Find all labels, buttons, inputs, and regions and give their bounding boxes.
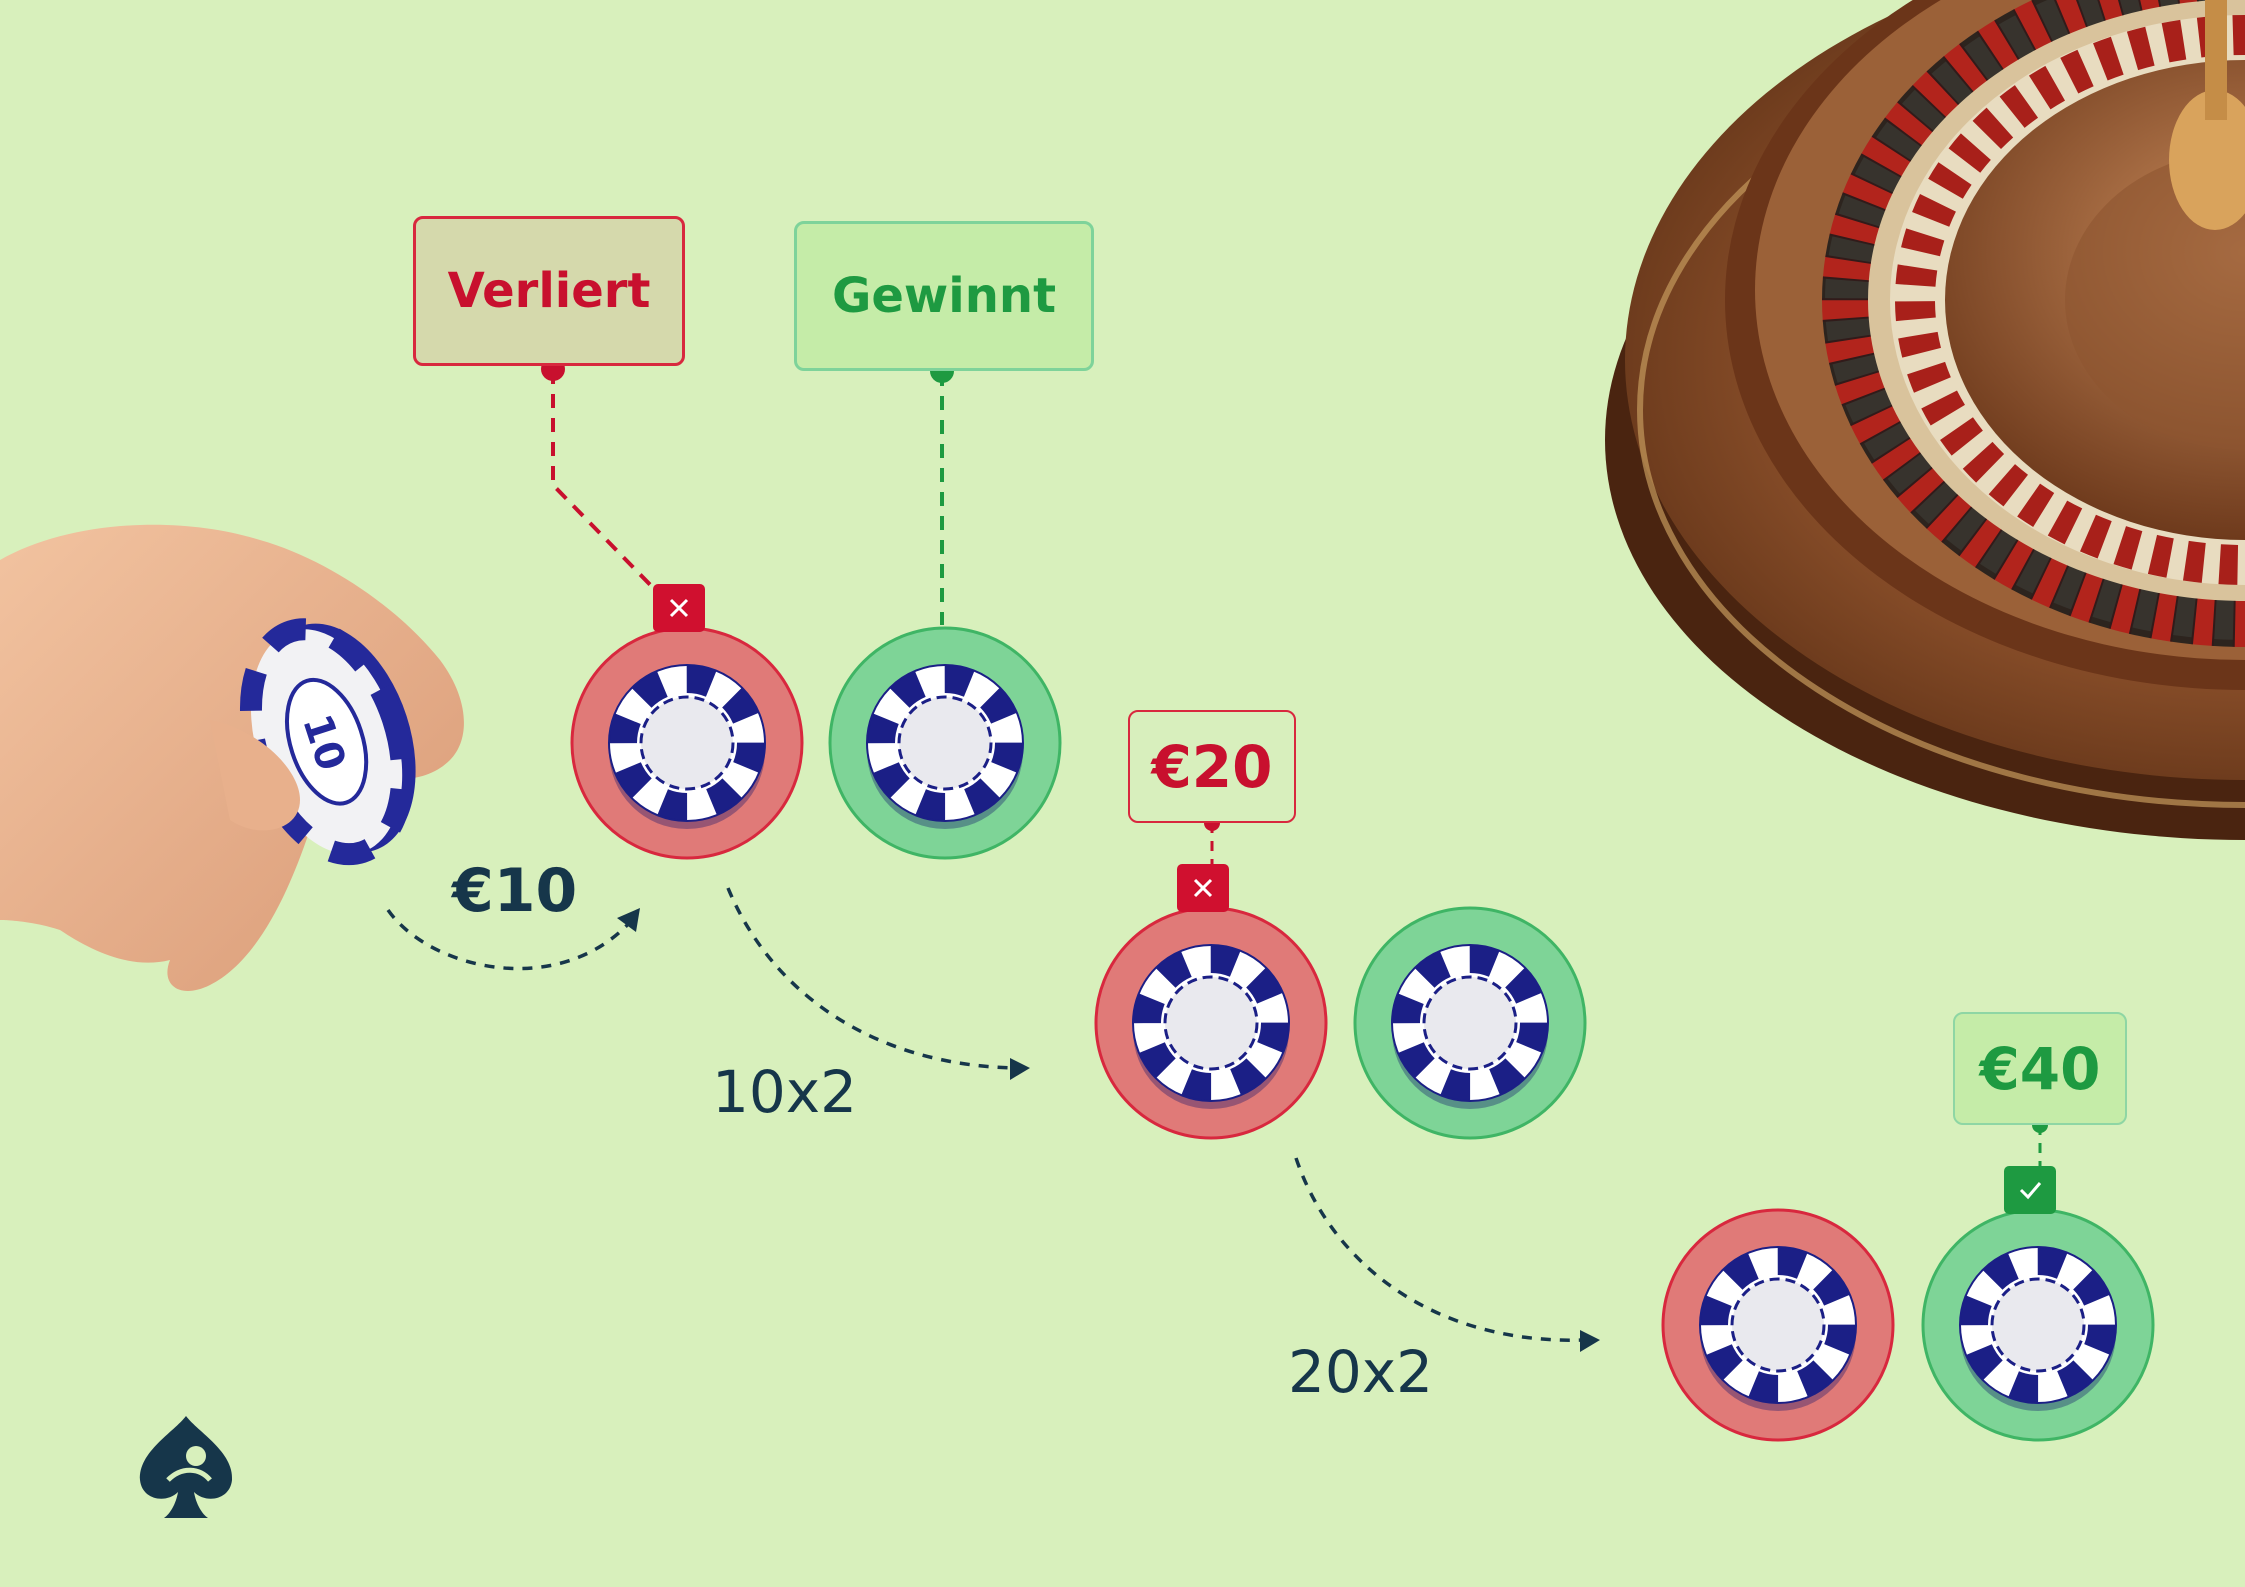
- lose-connector: [551, 370, 667, 602]
- double-step-1: 10x2: [712, 1058, 858, 1126]
- amount-40-box: €40: [1953, 1012, 2127, 1125]
- arrow-double-2: [1294, 1157, 1600, 1352]
- lose-label: Verliert: [413, 216, 685, 366]
- close-icon: [1177, 864, 1229, 912]
- win-chip: [1921, 1166, 2155, 1442]
- amount-20-box: €20: [1128, 710, 1296, 823]
- roulette-wheel-icon: [1605, 0, 2245, 840]
- double-step-2: 20x2: [1288, 1338, 1434, 1406]
- lose-chip: [1094, 864, 1328, 1140]
- hand-holding-chip-icon: 10: [0, 524, 464, 991]
- check-icon: [2004, 1166, 2056, 1214]
- lose-chip: [570, 584, 804, 860]
- bet-amount: €10: [452, 856, 578, 926]
- win-label: Gewinnt: [794, 221, 1094, 371]
- arrow-bet: [386, 908, 640, 971]
- close-icon: [653, 584, 705, 632]
- win-chip: [1353, 906, 1587, 1140]
- spade-icon: [139, 1416, 233, 1518]
- win-chip: [828, 626, 1062, 860]
- lose-chip: [1661, 1208, 1895, 1442]
- arrow-double-1: [726, 887, 1030, 1080]
